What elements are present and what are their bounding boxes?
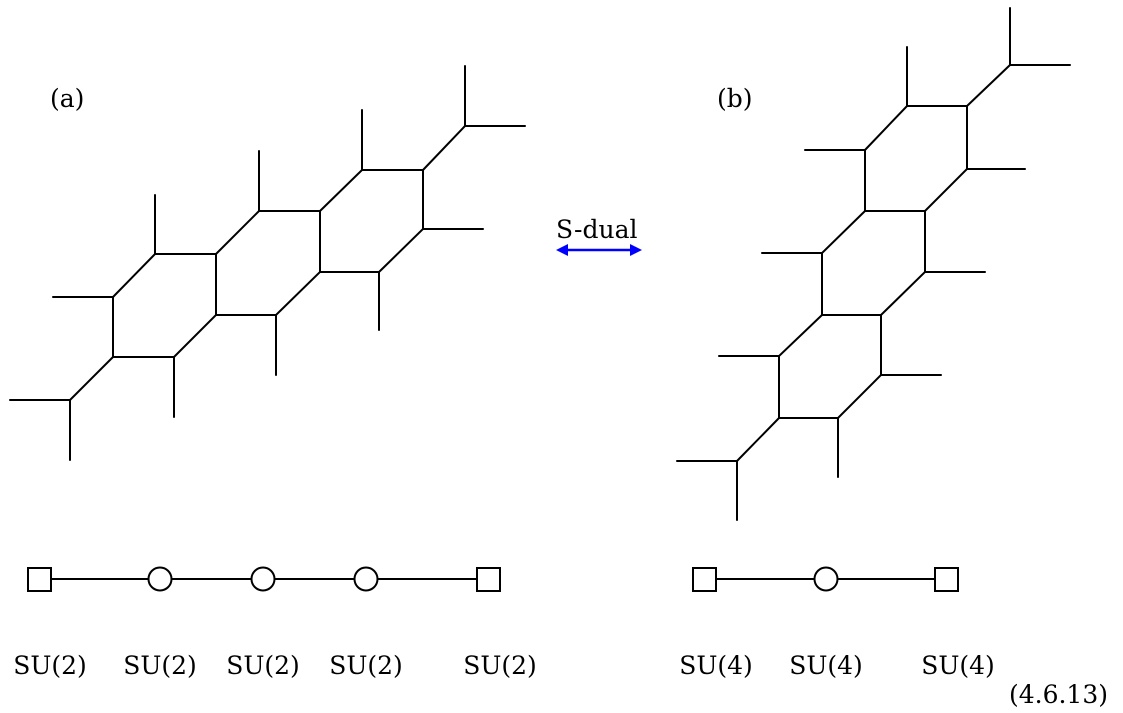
quiver-a-gauge-node-1 <box>147 566 173 592</box>
s-dual-double-arrow <box>556 244 642 256</box>
quiver-b-flavor-node-right <box>934 567 959 592</box>
quiver-b-node-label: SU(4) <box>789 651 863 680</box>
quiver-b-flavor-node-left <box>692 567 717 592</box>
brane-web-a <box>9 65 526 461</box>
quiver-a-flavor-node-right <box>476 567 501 592</box>
quiver-a-gauge-node-2 <box>250 566 276 592</box>
brane-web-b <box>676 7 1071 521</box>
quiver-b-node-label: SU(4) <box>921 651 995 680</box>
s-dual-label: S-dual <box>556 215 638 244</box>
equation-number: (4.6.13) <box>1009 680 1108 709</box>
quiver-a-node-label: SU(2) <box>463 651 537 680</box>
quiver-a-node-label: SU(2) <box>226 651 300 680</box>
quiver-a-node-label: SU(2) <box>123 651 197 680</box>
quiver-b-gauge-node <box>813 566 839 592</box>
quiver-a-node-label: SU(2) <box>329 651 403 680</box>
quiver-a: SU(2) SU(2) SU(2) SU(2) SU(2) <box>13 566 537 680</box>
panel-a-label: (a) <box>50 84 84 113</box>
quiver-b-node-label: SU(4) <box>679 651 753 680</box>
quiver-a-node-label: SU(2) <box>13 651 87 680</box>
quiver-a-gauge-node-3 <box>353 566 379 592</box>
panel-b-label: (b) <box>717 84 753 113</box>
quiver-b: SU(4) SU(4) SU(4) <box>679 566 995 680</box>
quiver-a-flavor-node-left <box>27 567 52 592</box>
